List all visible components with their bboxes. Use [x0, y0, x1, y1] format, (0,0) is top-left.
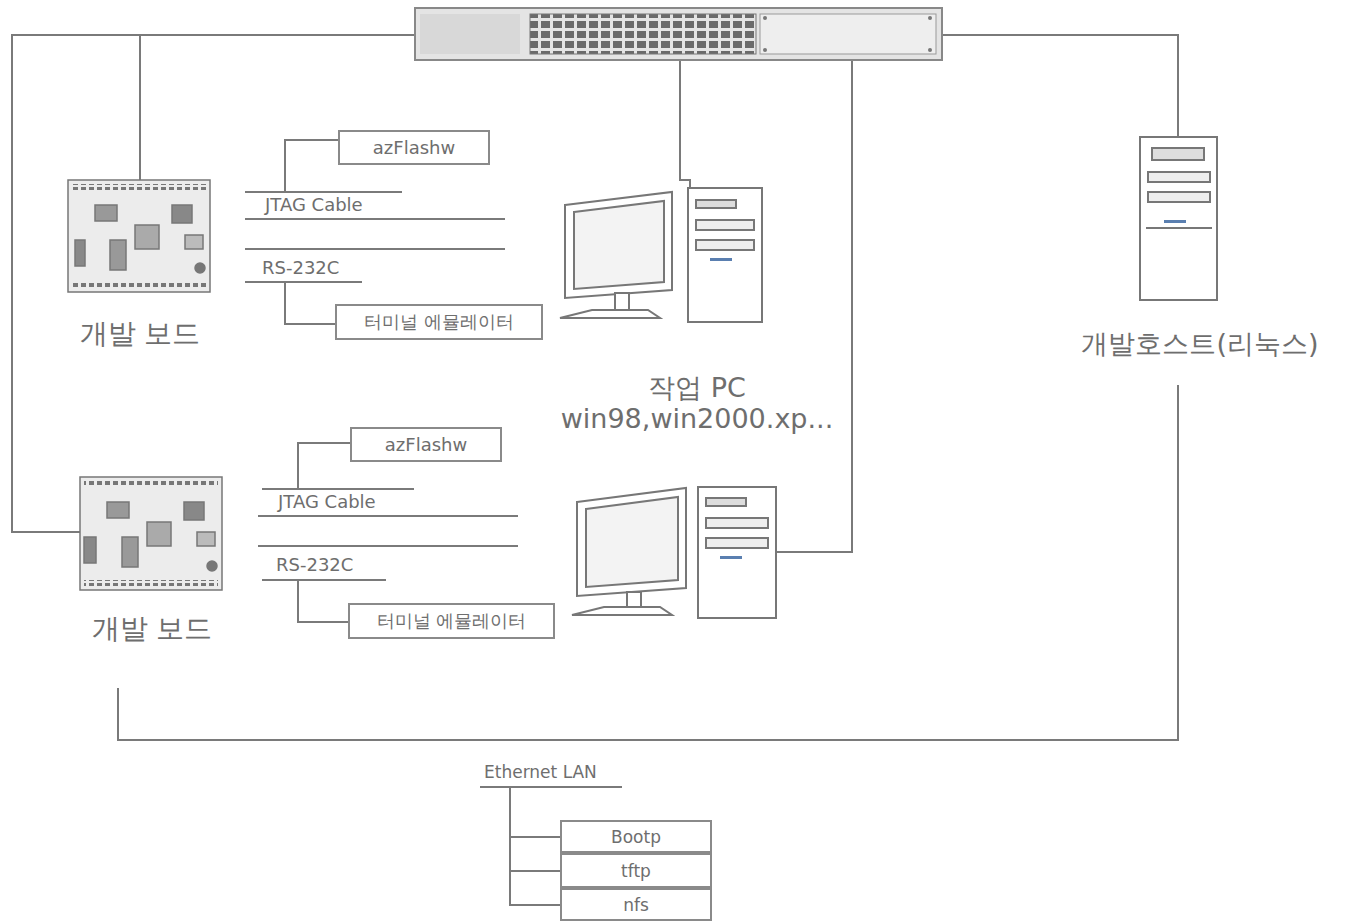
label-box: 터미널 에뮬레이터: [335, 304, 543, 340]
box-text: azFlashw: [385, 434, 467, 455]
diagram-label: 개발 보드: [80, 318, 201, 350]
diagram-label: RS-232C: [276, 555, 353, 576]
label-box: tftp: [560, 853, 712, 888]
network-switch: [415, 8, 942, 60]
box-text: 터미널 에뮬레이터: [377, 609, 527, 633]
label-box: Bootp: [560, 820, 712, 853]
box-text: nfs: [623, 895, 649, 915]
diagram-label: JTAG Cable: [278, 492, 376, 513]
dev-board: [80, 477, 222, 590]
box-text: Bootp: [611, 827, 661, 847]
linux-host: [1140, 137, 1217, 300]
work-pc: [560, 188, 762, 322]
diagram-label: 개발 보드: [92, 613, 213, 645]
box-text: 터미널 에뮬레이터: [364, 310, 514, 334]
label-box: azFlashw: [338, 130, 490, 165]
label-box: nfs: [560, 888, 712, 921]
box-text: tftp: [621, 861, 651, 881]
work-pc: [572, 487, 776, 618]
dev-board: [68, 180, 210, 292]
diagram-label: Ethernet LAN: [484, 763, 597, 783]
diagram-label: RS-232C: [262, 258, 339, 279]
diagram-label: JTAG Cable: [265, 195, 363, 216]
label-box: 터미널 에뮬레이터: [348, 603, 555, 639]
label-box: azFlashw: [350, 427, 502, 462]
box-text: azFlashw: [373, 137, 455, 158]
diagram-label: 작업 PC win98,win2000.xp...: [527, 372, 867, 434]
diagram-label: 개발호스트(리눅스): [1081, 328, 1318, 359]
